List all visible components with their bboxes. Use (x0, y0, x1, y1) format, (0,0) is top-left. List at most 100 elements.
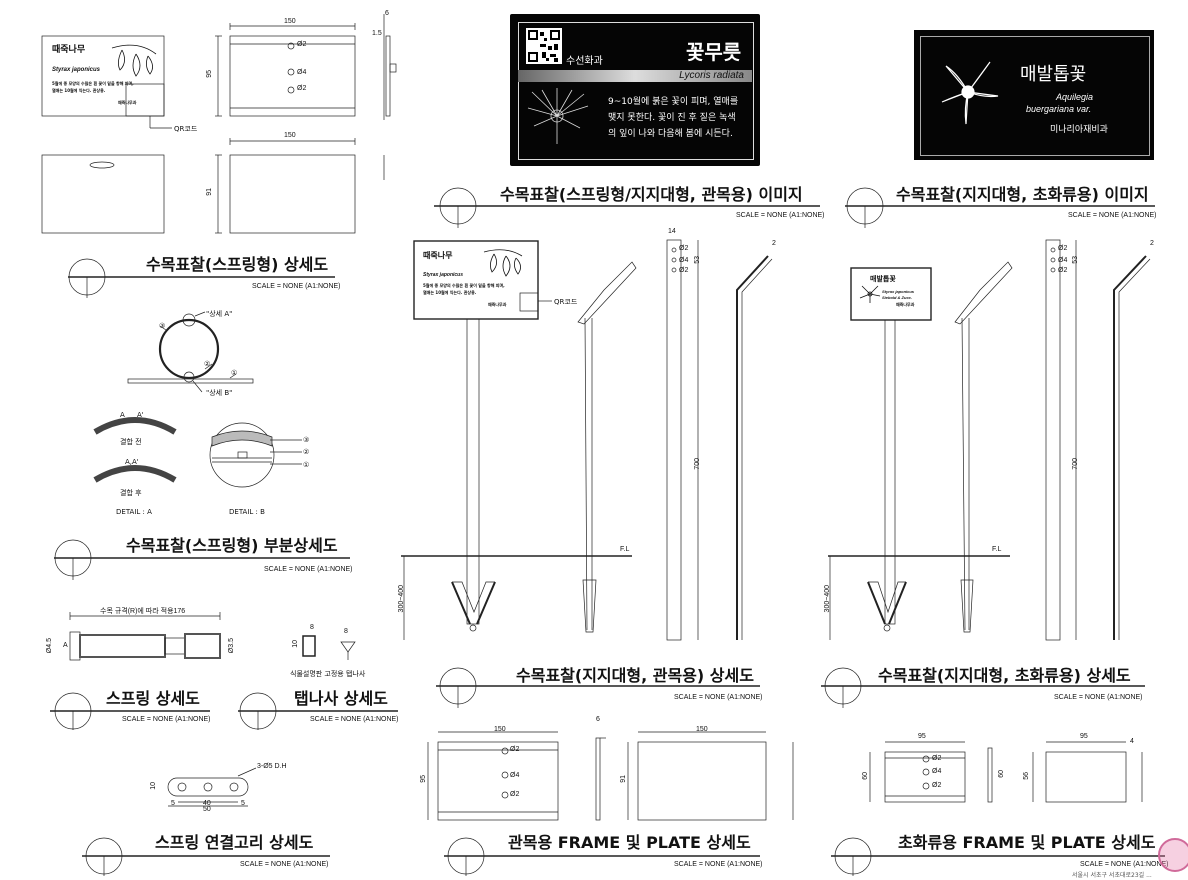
dim-embed-depth: 300~400 (824, 585, 831, 613)
scale-note: SCALE = NONE (A1:NONE) (252, 283, 341, 290)
plate-desc-line: 의 잎이 나와 다음해 봄에 시든다. (608, 129, 733, 139)
flower-sketch-icon (859, 285, 881, 303)
spring-tap-hook-views (69, 612, 356, 807)
detail-a-callout: "상세 A" (206, 310, 233, 318)
footer-address: 서울시 서초구 서초대로23길 ... (1072, 872, 1152, 879)
part-number: ③ (159, 322, 166, 330)
scale-note: SCALE = NONE (A1:NONE) (674, 694, 763, 701)
dim-height: 60 (998, 770, 1005, 778)
dim-hole: Ø2 (679, 245, 689, 252)
scale-note: SCALE = NONE (A1:NONE) (1054, 694, 1143, 701)
title-tap-screw: 탭나사 상세도 (294, 689, 388, 708)
dim-height: 95 (420, 775, 427, 783)
qr-code-icon (526, 28, 562, 64)
dim-height: 60 (862, 772, 869, 780)
dim-hole: Ø2 (510, 791, 520, 798)
plate-sci-name: Aquilegia (1056, 92, 1094, 102)
label-after: 결합 후 (120, 489, 142, 497)
dim-embed-depth: 300~400 (398, 585, 405, 613)
dim-hole: Ø2 (297, 85, 307, 92)
floor-level-label: F.L (992, 546, 1002, 553)
title-shrub-frame: 관목용 FRAME 및 PLATE 상세도 (508, 833, 751, 852)
dim-thickness: 1.5 (372, 30, 382, 37)
title-spring-partial: 수목표찰(스프링형) 부분상세도 (126, 536, 338, 555)
dim-width: 95 (1080, 733, 1088, 740)
qr-label: QR코드 (174, 125, 198, 133)
spring-a-label: A (63, 642, 68, 649)
plate-family: 때죽나무과 (488, 302, 507, 307)
dim-height: 95 (206, 70, 213, 78)
plate-family: 때죽나무과 (118, 100, 137, 105)
dim-hole: Ø4 (679, 257, 689, 264)
plate-name: 매발톱꽃 (1020, 64, 1087, 85)
tap-note: 식물설명판 고정용 탭나사 (290, 670, 366, 678)
dim-height: 56 (1023, 772, 1030, 780)
part-number: ② (303, 448, 310, 456)
dim-top-width: 14 (668, 228, 676, 235)
dim-hole: Ø2 (510, 746, 520, 753)
dim-height: 91 (206, 188, 213, 196)
dim-hole: Ø4 (510, 772, 520, 779)
dim-diameter: Ø3.5 (228, 638, 235, 654)
dim-hole: Ø2 (1058, 245, 1068, 252)
scale-note: SCALE = NONE (A1:NONE) (1068, 212, 1157, 219)
plate-sci-name: Lycoris radiata (679, 70, 744, 81)
dim-width: 150 (494, 726, 506, 733)
plate-desc: 9~10월에 붉은 꽃이 피며, 열매를 맺지 못한다. 꽃이 진 후 짙은 녹… (608, 94, 738, 142)
dim-screw-head: 8 (344, 628, 348, 635)
part-number: ① (303, 461, 310, 469)
title-herb-frame: 초화류용 FRAME 및 PLATE 상세도 (898, 833, 1156, 852)
plate-sci-name: Siebold & Zucc. (882, 295, 913, 300)
dim-hole: Ø2 (932, 755, 942, 762)
plate-name: 때죽나무 (423, 251, 453, 260)
dim-screw-len: 10 (292, 640, 299, 648)
dim-width: 150 (696, 726, 708, 733)
plate-inner-border (920, 36, 1150, 156)
dim-post-height: 700 (1072, 458, 1079, 470)
herb-stand-elevations (828, 239, 1151, 641)
dim-top: 53 (694, 256, 701, 264)
dim-thickness: 6 (596, 716, 600, 723)
dim-hole: Ø2 (1058, 267, 1068, 274)
dim-edge: 5 (241, 800, 245, 807)
plate-inner-border (518, 22, 754, 160)
qr-label: QR코드 (554, 298, 578, 306)
dim-hole: Ø4 (932, 768, 942, 775)
title-spring-detail: 수목표찰(스프링형) 상세도 (146, 255, 329, 274)
dim-bend: 2 (772, 240, 776, 247)
plate-desc-line: 5월에 종 모양의 수많은 흰 꽃이 밑을 향해 피며, (423, 283, 505, 288)
label-detail-a: DETAIL : A (116, 508, 152, 516)
plate-sci-name: buergariana var. (1026, 104, 1092, 114)
floor-level-label: F.L (620, 546, 630, 553)
plate-desc-line: 열매는 10월에 익는다. 관상용. (423, 290, 477, 295)
title-spring: 스프링 상세도 (106, 689, 200, 708)
title-image-spring-ground: 수목표찰(스프링형/지지대형, 관목용) 이미지 (500, 185, 803, 204)
plate-sci-name: Styrax japonicus (423, 272, 464, 278)
title-ground-shrub-detail: 수목표찰(지지대형, 관목용) 상세도 (516, 666, 754, 685)
scale-note: SCALE = NONE (A1:NONE) (310, 716, 399, 723)
dim-width: 150 (284, 18, 296, 25)
dim-hole: Ø4 (1058, 257, 1068, 264)
dim-hole-spacing: 40 (203, 800, 211, 807)
plate-family: 때죽나무과 (896, 302, 915, 307)
image-plate-aquilegia: 매발톱꽃 Aquilegia buergariana var. 미나리아재비과 (914, 30, 1154, 160)
dim-top: 53 (1072, 256, 1079, 264)
part-number: ③ (303, 436, 310, 444)
title-ground-herb-detail: 수목표찰(지지대형, 초화류용) 상세도 (878, 666, 1131, 685)
scale-note: SCALE = NONE (A1:NONE) (1080, 861, 1169, 868)
frame-plate-views (427, 731, 1143, 821)
plate-sci-name: Styrax japonicus (52, 67, 101, 73)
dim-hook-height: 10 (150, 782, 157, 790)
label-aa: A,A' (125, 458, 139, 466)
spring-length-note: 수목 규격(R)에 따라 적용176 (100, 608, 186, 615)
seal-stamp-icon (1158, 838, 1188, 872)
shrub-stand-elevations (401, 239, 773, 641)
plate-desc-line: 맺지 못한다. 꽃이 진 후 짙은 녹색 (608, 113, 736, 123)
dim-bend: 2 (1150, 240, 1154, 247)
plate-family: 미나리아재비과 (1050, 125, 1108, 135)
part-number: ① (231, 369, 238, 377)
part-number: ② (204, 360, 211, 368)
dim-hole: Ø2 (932, 782, 942, 789)
scale-note: SCALE = NONE (A1:NONE) (264, 566, 353, 573)
dim-post-height: 700 (694, 458, 701, 470)
